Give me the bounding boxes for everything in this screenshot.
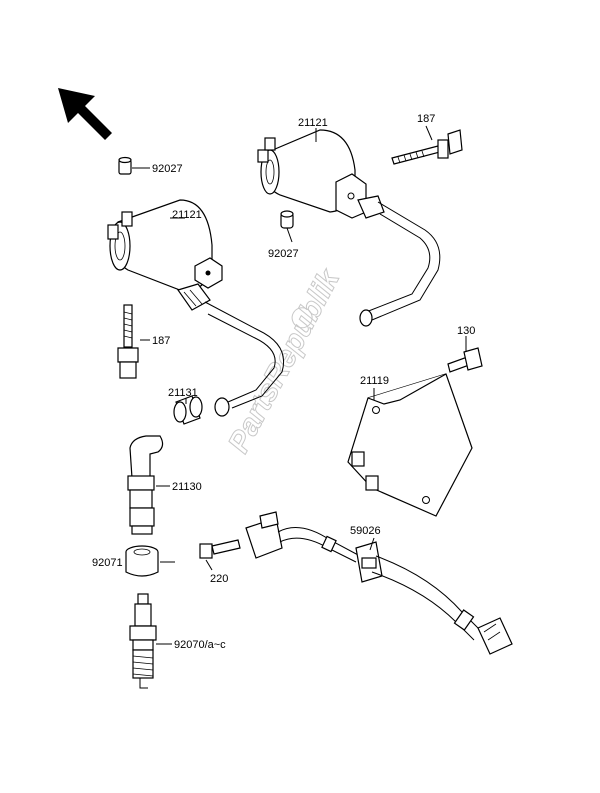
label-92027-right: 92027 [268, 248, 299, 260]
pickup-sensor-harness [199, 511, 513, 655]
igniter-unit-21119 [347, 373, 473, 517]
label-21131: 21131 [168, 387, 198, 399]
ignition-coil-left [107, 156, 284, 417]
label-21121-left: 21121 [172, 209, 202, 221]
sleeve-92071 [125, 545, 159, 577]
label-92071: 92071 [92, 557, 123, 569]
part-labels: 92027 21121 187 21121 187 92027 21131 21… [92, 113, 475, 651]
watermark-text: PartsRepublik [222, 264, 346, 459]
label-130: 130 [457, 325, 475, 337]
bolt-187-right [391, 129, 463, 165]
label-21119: 21119 [360, 375, 389, 387]
label-92027-top: 92027 [152, 163, 183, 175]
front-direction-arrow-icon [58, 88, 112, 140]
bolt-187-left [117, 304, 139, 379]
spark-plug-92070 [129, 593, 157, 689]
watermark-logo: PartsRepublik [222, 263, 347, 459]
leader-lines [132, 125, 467, 645]
label-92070: 92070/a~c [174, 639, 226, 651]
seal-21131 [173, 395, 203, 425]
label-59026: 59026 [350, 525, 381, 537]
label-187-right: 187 [417, 113, 435, 125]
label-187-left: 187 [152, 335, 170, 347]
label-21130: 21130 [172, 481, 202, 493]
spark-plug-cap-21130 [127, 435, 164, 535]
bolt-130 [447, 347, 483, 373]
label-21121-right: 21121 [298, 117, 328, 129]
ignition-coil-right [257, 129, 441, 327]
label-220: 220 [210, 573, 228, 585]
